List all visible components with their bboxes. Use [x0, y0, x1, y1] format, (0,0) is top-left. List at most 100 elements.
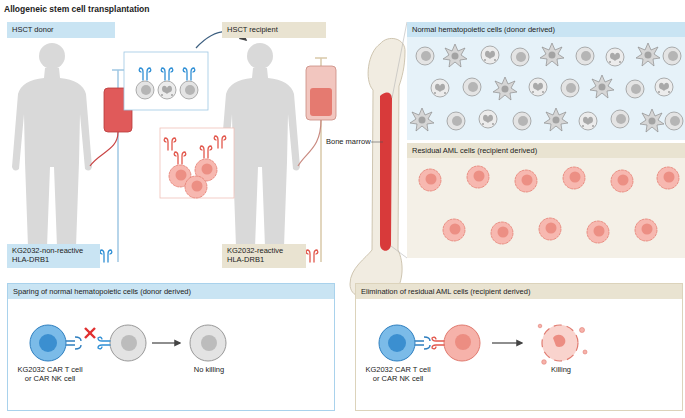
- normal-cells: [540, 43, 564, 66]
- zoom-line: [391, 246, 407, 258]
- normal-cells: [463, 78, 481, 96]
- hla-symbol: [306, 250, 318, 262]
- recipient-label-box: HSCT recipient: [222, 22, 326, 38]
- normal-cells: [590, 75, 614, 98]
- normal-cells: [611, 110, 629, 128]
- killing-scene: [492, 342, 522, 343]
- aml-cell-panel: Residual AML cells (recipient derived): [407, 143, 685, 258]
- normal-cells: [410, 43, 683, 132]
- box-label: KG2032-non-reactive HLA-DRB1: [7, 244, 100, 268]
- normal-cells: [447, 112, 465, 130]
- aml-cells: [563, 167, 585, 189]
- killing-scene: [542, 360, 547, 365]
- killing-scene: [379, 325, 415, 361]
- aml-cells: [419, 169, 441, 191]
- donor-silhouette: [12, 43, 92, 247]
- killing-scene: [553, 335, 565, 347]
- recipient-iv-bag: [298, 58, 336, 262]
- killing-scene: [455, 334, 471, 350]
- killing-scene: [388, 334, 406, 352]
- aml-cells: [443, 219, 465, 241]
- normal-cells: [529, 78, 547, 96]
- bone-drawing: [380, 92, 392, 250]
- cell-caption: KG2032 CAR T cell or CAR NK cell: [14, 366, 86, 383]
- normal-cells: [479, 110, 497, 128]
- sparing-scene: [190, 325, 226, 361]
- hla-allele-box: KG2032-reactive HLA-DRB1: [222, 244, 306, 268]
- killing-scene: [542, 325, 578, 361]
- sparing-scene: [30, 325, 226, 361]
- aml-cells: [635, 219, 657, 241]
- aml-cells: [657, 167, 679, 189]
- donor-cell-inset: [124, 52, 208, 110]
- normal-cells: [636, 43, 660, 66]
- box-label: HSCT recipient: [222, 22, 326, 38]
- panel-heading: Elimination of residual AML cells (recip…: [356, 284, 682, 299]
- normal-cells: [443, 44, 467, 67]
- sparing-scene: [201, 335, 217, 351]
- sparing-scene: [66, 337, 81, 349]
- killing-scene: [444, 325, 480, 361]
- recipient-cell-inset: [214, 136, 226, 148]
- panel-background: [407, 22, 685, 140]
- aml-cells: [515, 170, 537, 192]
- sparing-scene: [110, 325, 146, 361]
- normal-cells: [579, 112, 597, 130]
- anatomy-label: Bone marrow: [326, 137, 371, 146]
- normal-cells: [663, 47, 681, 65]
- killing-scene: [538, 324, 542, 328]
- figure-title: Allogeneic stem cell transplantation: [4, 4, 149, 14]
- donor-cell-inset: [180, 81, 198, 99]
- hla-allele-box: KG2032-non-reactive HLA-DRB1: [7, 244, 100, 268]
- sparing-scene: [85, 328, 95, 338]
- recipient-cell-inset: [200, 146, 212, 158]
- donor-iv-bag: [90, 132, 118, 166]
- aml-cells: [491, 222, 513, 244]
- normal-cells: [416, 47, 434, 65]
- recipient-iv-bag: [298, 120, 321, 166]
- sparing-scene: [98, 337, 110, 349]
- killing-scene: [415, 337, 430, 349]
- recipient-cell-inset: [164, 138, 176, 150]
- recipient-cell-inset: [174, 152, 186, 164]
- donor-cell-inset: [158, 81, 176, 99]
- cell-caption: KG2032 CAR T cell or CAR NK cell: [362, 366, 434, 383]
- aml-cells: [611, 170, 633, 192]
- donor-cell-inset: [183, 68, 195, 80]
- recipient-iv-bag: [306, 66, 336, 120]
- bone-drawing: [350, 38, 405, 297]
- normal-cells: [410, 108, 434, 131]
- killing-scene: [379, 324, 587, 364]
- normal-cells: [606, 48, 624, 66]
- donor-cell-inset: [124, 52, 208, 110]
- normal-cells: [481, 46, 499, 64]
- box-label: HSCT donor: [7, 22, 115, 38]
- panel-background: [407, 22, 685, 258]
- recipient-iv-bag: [315, 57, 327, 59]
- donor-silhouette: [12, 43, 92, 247]
- normal-cells: [431, 79, 449, 97]
- sparing-scene: [85, 328, 95, 338]
- normal-cells: [513, 112, 531, 130]
- mechanism-panel: Sparing of normal hematopoietic cells (d…: [7, 283, 335, 411]
- recipient-iv-bag: [310, 88, 332, 116]
- normal-cells: [511, 48, 529, 66]
- normal-cells: [544, 108, 568, 131]
- killing-scene: [432, 337, 444, 349]
- panel-background: [407, 143, 685, 258]
- cell-caption: Killing: [531, 366, 591, 375]
- panel-heading: Normal hematopoietic cells (donor derive…: [407, 22, 685, 37]
- donor-cell-panel: Normal hematopoietic cells (donor derive…: [407, 22, 685, 140]
- normal-cells: [561, 79, 579, 97]
- bone-drawing: [371, 142, 383, 143]
- bone-drawing: [350, 38, 405, 297]
- donor-cell-inset: [136, 81, 154, 99]
- zoom-line: [391, 22, 407, 258]
- donor-cell-inset: [161, 68, 173, 80]
- aml-cells: [467, 166, 489, 188]
- killing-scene: [583, 350, 587, 354]
